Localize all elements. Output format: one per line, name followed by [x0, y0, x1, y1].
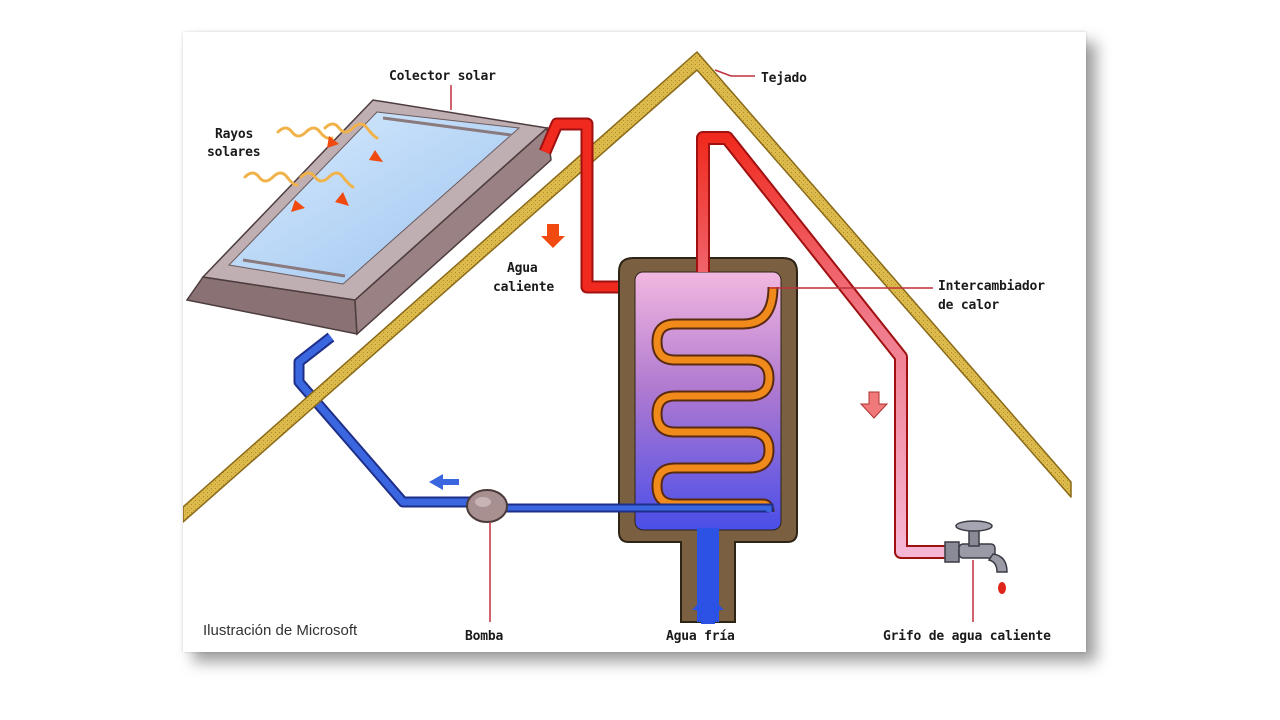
- leader-lines: [450, 69, 974, 622]
- label-exchanger-line2: de calor: [938, 298, 1000, 313]
- label-rays-line2: solares: [207, 145, 261, 160]
- label-hot-water-line2: caliente: [493, 280, 555, 295]
- sun-ray-arrowheads: [291, 136, 383, 212]
- label-exchanger-line1: Intercambiador: [938, 279, 1045, 294]
- pump: [466, 489, 508, 523]
- roof: [183, 51, 1072, 523]
- cold-water-arrow: [692, 594, 724, 624]
- pump-feed-pipe: [483, 503, 774, 513]
- illustration-credit: Ilustración de Microsoft: [203, 622, 358, 639]
- hot-flow-arrow: [859, 391, 889, 419]
- heat-exchanger-coil: [651, 286, 779, 513]
- sun-rays: [243, 122, 379, 189]
- hot-outlet-pipe: [696, 131, 947, 559]
- solar-heating-diagram: [183, 51, 1072, 624]
- cold-return-pipe: [293, 332, 471, 508]
- label-collector: Colector solar: [389, 69, 496, 84]
- label-hot-tap: Grifo de agua caliente: [883, 629, 1051, 644]
- label-rays-line1: Rayos: [215, 127, 254, 142]
- label-cold-water: Agua fría: [666, 629, 735, 644]
- diagram-frame: Colector solar Rayos solares Tejado Agua…: [183, 32, 1086, 652]
- hot-water-tap: [944, 520, 1008, 594]
- solar-collector: [185, 99, 552, 336]
- hot-water-arrow: [541, 224, 565, 248]
- return-flow-arrow: [429, 474, 459, 490]
- label-pump: Bomba: [465, 629, 504, 644]
- label-hot-water-line1: Agua: [507, 261, 538, 276]
- label-roof: Tejado: [761, 71, 807, 86]
